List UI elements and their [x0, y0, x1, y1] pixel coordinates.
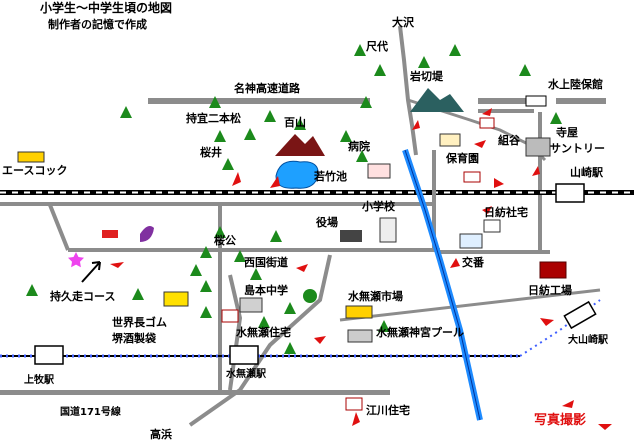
label-minase-housing: 水無瀬住宅 — [236, 326, 291, 339]
saigoku-road-west — [68, 248, 440, 252]
ball-icon — [303, 289, 317, 303]
label-egawa: 江川住宅 — [366, 404, 410, 417]
label-tokiwa: 持宜二本松 — [186, 112, 241, 125]
legend-photo: 写真撮影 — [534, 413, 587, 428]
map-title: 小学生～中学生頃の地図 — [40, 1, 173, 15]
expressway-east — [478, 98, 534, 104]
label-hyakusan: 百山 — [284, 116, 306, 129]
label-yamazaki: 山崎駅 — [570, 166, 603, 179]
mountain-icon-2 — [410, 88, 464, 112]
shrine-icon — [525, 95, 547, 107]
market-icon — [345, 305, 373, 319]
arrow-icon — [81, 261, 101, 283]
school-icon — [379, 217, 397, 243]
label-kanmaki: 上牧駅 — [24, 375, 54, 386]
housing-icon — [459, 233, 483, 249]
label-yakuba: 役場 — [316, 216, 338, 229]
label-park: 桜公 — [214, 234, 236, 247]
mountain-icon — [275, 134, 325, 156]
label-nichibo-factory: 日紡工場 — [528, 284, 572, 297]
label-sakuraike: 若竹池 — [314, 170, 347, 183]
expressway-far-east — [556, 98, 606, 104]
kanmaki-station-box — [34, 345, 64, 365]
label-shimamoto-jhs: 島本中学 — [244, 284, 288, 297]
saigoku-road-east — [440, 250, 550, 254]
expressway-east-2 — [478, 109, 534, 113]
house-icon-3 — [221, 309, 239, 323]
hospital-icon — [367, 163, 391, 179]
label-kouban: 交番 — [462, 256, 484, 269]
label-meishin: 名神高速道路 — [234, 82, 300, 95]
label-nursery: 保育園 — [446, 152, 479, 165]
label-sorijiro: 尺代 — [366, 40, 388, 53]
label-minase-shrine: 水上陸保館 — [548, 78, 603, 91]
nursery-icon — [439, 133, 461, 147]
minase-river-line — [404, 149, 481, 421]
house-icon — [479, 117, 495, 129]
label-takahama: 高浜 — [150, 428, 172, 441]
photo-arrow-icon — [110, 108, 612, 430]
label-iwakiri: 岩切堤 — [410, 70, 443, 83]
house-icon-2 — [463, 171, 481, 183]
label-minase-market: 水無瀬市場 — [348, 290, 403, 303]
label-route171: 国道171号線 — [60, 407, 121, 418]
label-sakurai: 桜井 — [200, 146, 222, 159]
label-sakai: 堺酒製袋 — [112, 332, 156, 345]
house-icon-4 — [345, 397, 363, 411]
label-suntory: サントリー — [550, 142, 605, 155]
local-road-1 — [0, 202, 434, 206]
housing-icon-2 — [483, 219, 501, 233]
minase-station-box — [229, 345, 259, 365]
diag-road-2 — [188, 254, 332, 427]
oyamazaki-station-box — [563, 300, 597, 330]
label-minase-pool: 水無瀬神宮プール — [376, 326, 464, 339]
label-ace: エースコック — [2, 164, 68, 177]
label-jikyu: 持久走コース — [50, 290, 116, 303]
local-road-2 — [48, 204, 70, 251]
jhs-icon — [239, 297, 263, 313]
diag-road — [228, 274, 243, 391]
label-nichibo-housing: 日紡社宅 — [484, 206, 528, 219]
eggplant-icon — [140, 226, 154, 242]
label-osawa: 大沢 — [392, 16, 414, 29]
car-icon — [102, 230, 118, 238]
meishin-expressway — [148, 98, 370, 104]
nichibo-road — [339, 288, 601, 322]
route-171 — [0, 390, 390, 395]
pool-icon — [347, 329, 373, 343]
ace-building-icon — [17, 151, 45, 163]
label-sekai: 世界長ゴム — [112, 316, 167, 329]
label-school: 小学校 — [362, 200, 395, 213]
pond-icon — [275, 160, 319, 189]
yamazaki-station-box — [555, 183, 585, 203]
label-oyamazaki: 大山崎駅 — [568, 335, 608, 346]
watertower-icon — [340, 230, 362, 242]
label-hospital: 病院 — [348, 140, 370, 153]
label-saigoku: 西国街道 — [244, 256, 288, 269]
label-minase-station: 水無瀬駅 — [226, 369, 266, 380]
label-kumiya: 組谷 — [498, 134, 520, 147]
star-icon — [68, 252, 84, 268]
gomu-factory-icon — [163, 291, 189, 307]
map-subtitle: 制作者の記憶で作成 — [48, 18, 147, 31]
suntory-icon — [525, 137, 551, 157]
tree-icon — [26, 44, 562, 354]
factory-icon — [539, 261, 567, 279]
label-kotoku: 寺屋 — [556, 126, 578, 139]
